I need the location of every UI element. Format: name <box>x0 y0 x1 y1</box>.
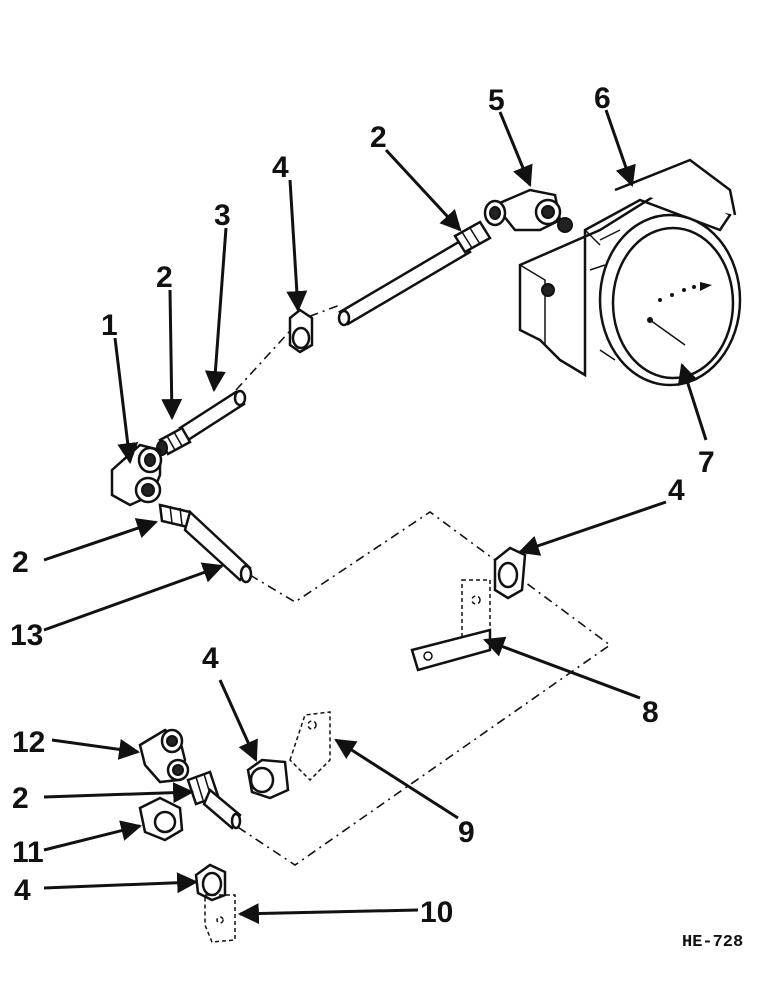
bracket-10 <box>204 894 236 943</box>
callout-10: 10 <box>420 896 453 929</box>
callout-5: 5 <box>488 84 505 117</box>
elbow-fitting-5 <box>483 188 562 232</box>
tube-clip-lower <box>246 758 290 800</box>
tube-13 <box>158 503 253 584</box>
gauge-dial-marks <box>647 282 712 346</box>
upper-tube <box>337 220 492 327</box>
callout-13: 13 <box>10 619 43 652</box>
adapter-11 <box>138 796 184 842</box>
tube-clip-middle <box>493 546 527 600</box>
callout-11: 11 <box>12 836 44 869</box>
tube-3 <box>156 389 247 456</box>
routing-line <box>229 304 612 866</box>
callout-8: 8 <box>642 696 659 729</box>
callout-6: 6 <box>594 82 611 115</box>
drawing-code: HE-728 <box>682 933 743 952</box>
callout-4: 4 <box>668 474 685 507</box>
callout-7: 7 <box>698 446 715 479</box>
callout-4: 4 <box>202 642 219 675</box>
callout-3: 3 <box>214 199 231 232</box>
elbow-fitting-12 <box>138 728 190 784</box>
bracket-8 <box>410 579 492 672</box>
callout-2: 2 <box>156 261 173 294</box>
callout-2: 2 <box>12 782 29 815</box>
callout-4: 4 <box>14 874 31 907</box>
leader-lines <box>43 109 708 925</box>
callout-12: 12 <box>12 726 45 759</box>
elbow-fitting-1 <box>110 443 163 507</box>
tube-clip-bottom <box>194 863 227 902</box>
callout-9: 9 <box>458 816 475 849</box>
bracket-9 <box>289 711 331 782</box>
callout-1: 1 <box>101 309 118 342</box>
tube-clip-upper <box>288 308 314 354</box>
pressure-gauge <box>541 213 742 387</box>
callout-labels: 1 2 3 4 2 5 6 7 4 2 13 8 4 9 12 2 11 4 1… <box>10 82 715 929</box>
callout-4: 4 <box>272 151 289 184</box>
callout-2: 2 <box>12 546 29 579</box>
gauge-bracket <box>518 158 737 378</box>
connector-lower <box>186 770 242 830</box>
callout-2: 2 <box>370 121 387 154</box>
